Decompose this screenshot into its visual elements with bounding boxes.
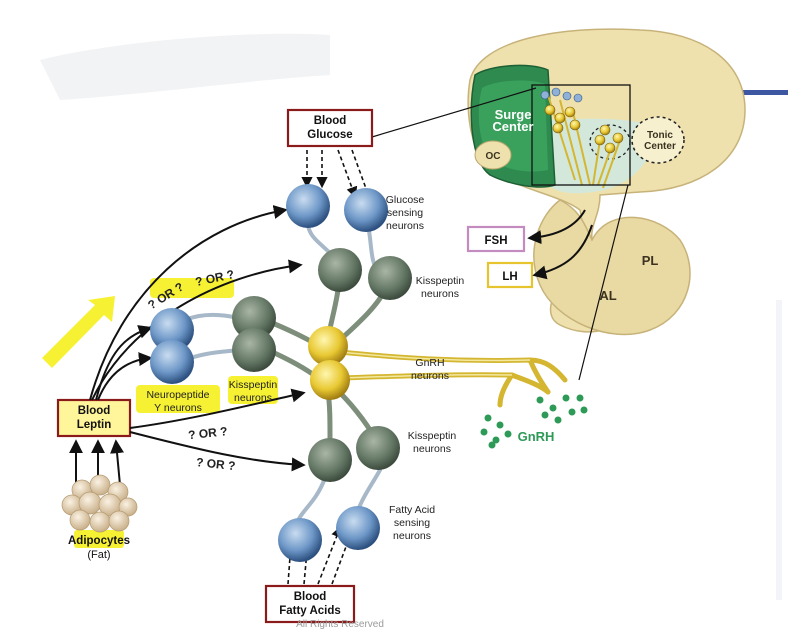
fatty-acid-sensing-neuron-1 (278, 518, 322, 562)
fatty-acid-sensing-neuron-2 (336, 506, 380, 550)
median-eminence (540, 118, 653, 194)
gnrh-granules (480, 394, 588, 449)
adipocytes-label: Adipocytes (68, 535, 130, 547)
blood-glucose-line2: Glucose (307, 129, 352, 141)
kisspeptin-neuron-bottom-2 (356, 426, 400, 470)
lh-box (486, 261, 534, 289)
glucose-sensing-label-2: sensing (387, 207, 423, 219)
glucose-sensing-label-1: Glucose (386, 194, 425, 206)
glucose-sensing-neuron-1 (286, 184, 330, 228)
lh-label: LH (502, 271, 517, 283)
kisspeptin-mid-label-2: neurons (234, 392, 272, 404)
surge-center-label-2: Center (492, 119, 533, 134)
or-label-4: ? OR ? (195, 455, 236, 473)
neuron-cells (150, 184, 412, 562)
npy-label-1: Neuropeptide (146, 389, 209, 401)
zoom-box (531, 84, 631, 186)
hypothalamus-pituitary-illustration: Surge Center OC Tonic Center PL AL (467, 28, 746, 336)
al-label: AL (599, 288, 616, 303)
blood-glucose-line1: Blood (314, 115, 347, 127)
fatty-acid-sensing-label-2: sensing (394, 517, 430, 529)
tonic-center-circle (631, 116, 685, 164)
tonic-center-label-2: Center (644, 141, 676, 152)
background-smudge (40, 33, 330, 100)
or-label-3: ? OR ? (187, 424, 228, 442)
fsh-box (466, 225, 526, 253)
fatty-acid-sensing-label-3: neurons (393, 530, 431, 542)
gnrh-neurons-label-1: GnRH (415, 357, 444, 369)
pl-label: PL (642, 253, 659, 268)
gnrh-label: GnRH (518, 429, 555, 444)
fatty-acid-sensing-label-1: Fatty Acid (389, 504, 435, 516)
blood-glucose-box (286, 108, 374, 148)
glucose-sensing-neuron-2 (344, 188, 388, 232)
leptin-arrows (89, 205, 306, 472)
slide-edge (776, 300, 782, 600)
tonic-center-label-1: Tonic (647, 130, 673, 141)
gnrh-neuron-2 (310, 360, 350, 400)
blood-fatty-acids-box (264, 584, 356, 624)
surge-center-label-1: Surge (495, 107, 532, 122)
kisspeptin-bottom-label-1: Kisspeptin (408, 430, 457, 442)
blood-leptin-line2: Leptin (77, 419, 112, 431)
npy-neuron-1 (150, 308, 194, 352)
kisspeptin-bottom-label-2: neurons (413, 443, 451, 455)
gnrh-neuron-1 (308, 326, 348, 366)
blood-leptin-line1: Blood (78, 405, 111, 417)
fat-label: (Fat) (87, 549, 110, 561)
fsh-label: FSH (485, 235, 508, 247)
adipocytes-cluster (61, 474, 138, 533)
blood-fatty-acids-line2: Fatty Acids (279, 605, 341, 617)
blood-fatty-acids-line1: Blood (294, 591, 327, 603)
kisspeptin-neuron-mid-2 (232, 328, 276, 372)
kisspeptin-mid-label-1: Kisspeptin (229, 379, 278, 391)
kisspeptin-top-label-2: neurons (421, 288, 459, 300)
kisspeptin-top-label-1: Kisspeptin (416, 275, 465, 287)
blood-leptin-box (56, 398, 132, 438)
kisspeptin-neuron-mid-1 (232, 296, 276, 340)
kisspeptin-neuron-top-2 (368, 256, 412, 300)
gnrh-neurons-label-2: neurons (411, 370, 449, 382)
gnrh-connector-line (578, 184, 629, 381)
npy-label-2: Y neurons (154, 402, 202, 414)
kisspeptin-neuron-bottom-1 (308, 438, 352, 482)
glucose-sensing-label-3: neurons (386, 220, 424, 232)
fsh-lh-outputs: FSH LH (466, 209, 593, 289)
npy-neuron-2 (150, 340, 194, 384)
zoom-connector-line (371, 87, 537, 138)
copyright-notice: All Rights Reserved (296, 619, 384, 630)
slide-accent-bar (740, 90, 788, 95)
oc-label: OC (486, 151, 501, 162)
kisspeptin-neuron-top-1 (318, 248, 362, 292)
optic-chiasm (474, 140, 512, 170)
